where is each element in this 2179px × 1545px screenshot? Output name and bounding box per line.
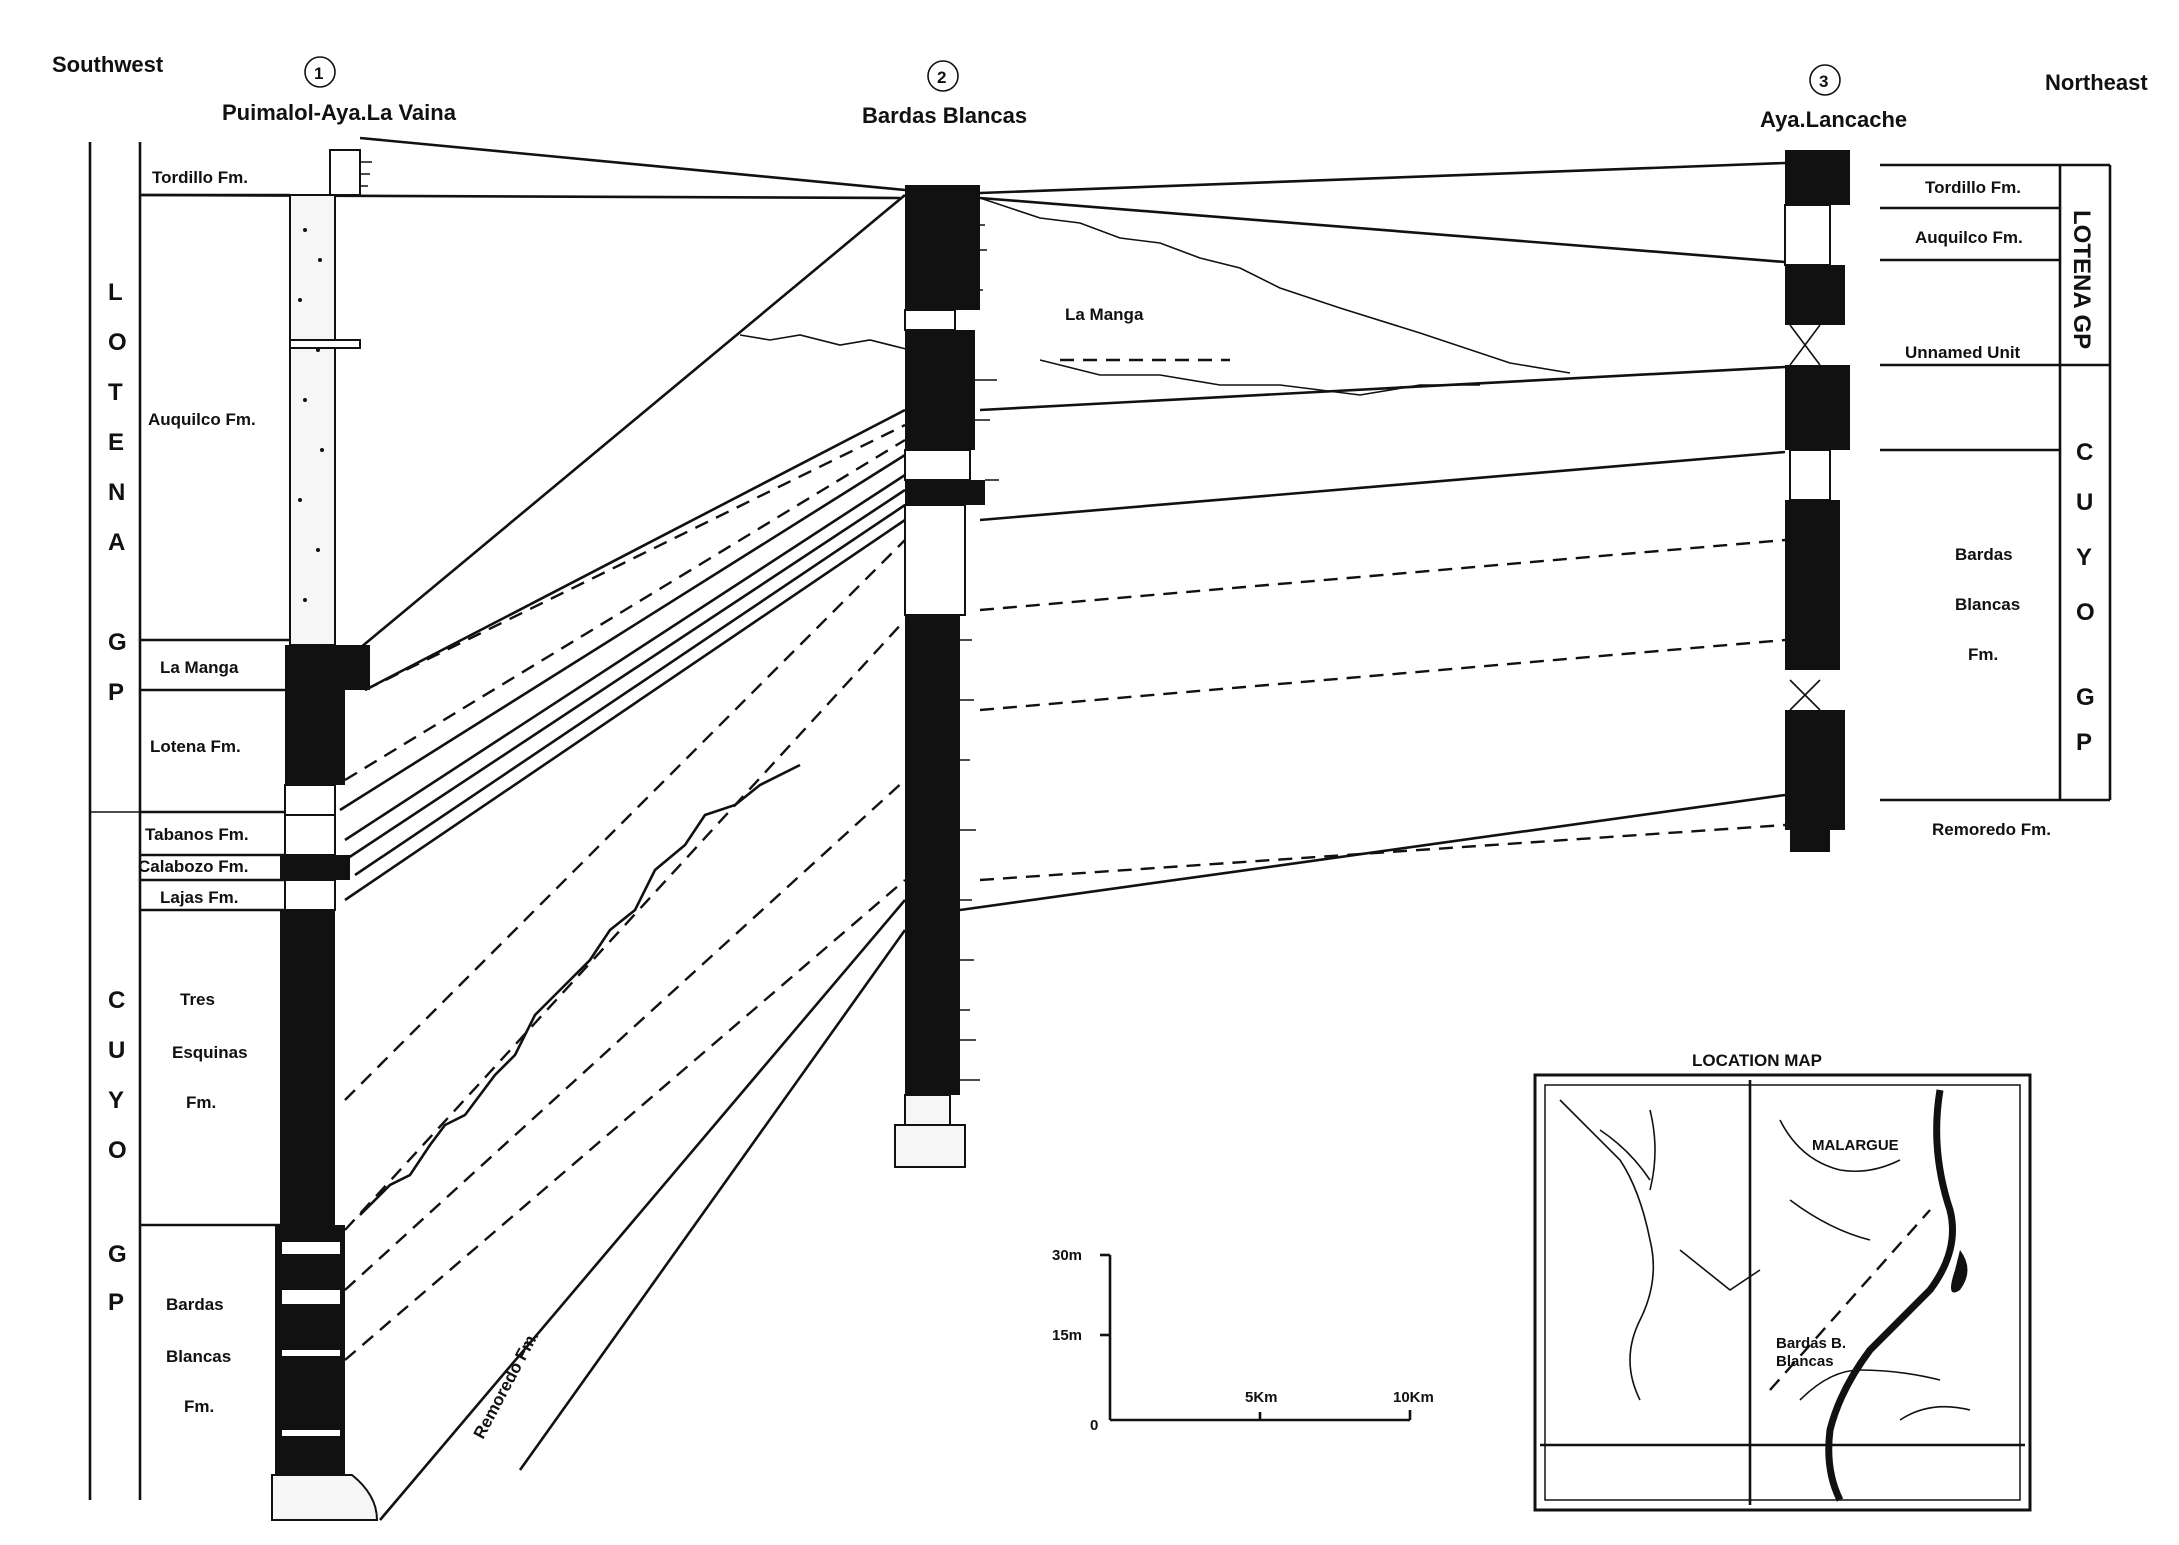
right-lotena-group-label: LOTENA GP [2068, 210, 2095, 349]
svg-text:U: U [2076, 489, 2093, 516]
column-3 [1784, 150, 1850, 852]
label-bardas-right-3: Fm. [1968, 645, 1998, 664]
label-auquilco-left: Auquilco Fm. [148, 410, 256, 429]
label-bardas-right-1: Bardas [1955, 545, 2013, 564]
label-bardas-right-2: Blancas [1955, 595, 2020, 614]
svg-text:Y: Y [2076, 544, 2092, 571]
column-2 [894, 185, 999, 1168]
label-tres-esquinas-3: Fm. [186, 1093, 216, 1112]
label-remoredo-middle: Remoredo Fm. [470, 1328, 543, 1442]
svg-text:MALARGUE: MALARGUE [1812, 1137, 1899, 1154]
label-lotena-left: Lotena Fm. [150, 737, 241, 756]
label-tres-esquinas-2: Esquinas [172, 1043, 248, 1062]
section-1-number: 1 [314, 64, 323, 83]
svg-text:P: P [2076, 729, 2092, 756]
svg-text:P: P [108, 1289, 124, 1316]
svg-text:L: L [108, 279, 123, 306]
svg-text:0: 0 [1090, 1417, 1098, 1434]
svg-text:O: O [108, 329, 127, 356]
label-tabanos-left: Tabanos Fm. [145, 825, 249, 844]
svg-text:G: G [2076, 684, 2095, 711]
svg-text:E: E [108, 429, 124, 456]
right-cuyo-group-letters: C U Y O G P [2076, 439, 2095, 756]
scale-bar: 30m 15m 0 5Km 10Km [1052, 1247, 1434, 1434]
label-remoredo-right: Remoredo Fm. [1932, 820, 2051, 839]
left-lotena-group-letters: L O T E N A G P [108, 279, 127, 706]
label-tordillo-right: Tordillo Fm. [1925, 178, 2021, 197]
label-calabozo-left: Calabozo Fm. [138, 857, 249, 876]
svg-text:30m: 30m [1052, 1247, 1082, 1264]
svg-text:A: A [108, 529, 125, 556]
svg-text:U: U [108, 1037, 125, 1064]
direction-northeast: Northeast [2045, 70, 2148, 95]
location-map: LOCATION MAP MALARGUE Bardas B. Blancas [1533, 1051, 2032, 1512]
section-2-name: Bardas Blancas [862, 103, 1027, 128]
svg-text:G: G [108, 629, 127, 656]
label-auquilco-right: Auquilco Fm. [1915, 228, 2023, 247]
svg-text:Bardas B.: Bardas B. [1776, 1335, 1846, 1352]
svg-text:C: C [2076, 439, 2093, 466]
direction-southwest: Southwest [52, 52, 164, 77]
section-3-number-circle [1809, 64, 1841, 96]
svg-text:P: P [108, 679, 124, 706]
label-lajas-left: Lajas Fm. [160, 888, 238, 907]
svg-text:Blancas: Blancas [1776, 1353, 1834, 1370]
label-la-manga-middle: La Manga [1065, 305, 1144, 324]
section-1-number-circle [304, 56, 336, 88]
section-3-number: 3 [1819, 72, 1828, 91]
label-tordillo-left: Tordillo Fm. [152, 168, 248, 187]
svg-text:N: N [108, 479, 125, 506]
svg-text:5Km: 5Km [1245, 1389, 1278, 1406]
label-tres-esquinas-1: Tres [180, 990, 215, 1009]
svg-text:O: O [2076, 599, 2095, 626]
correlation-lines-left [339, 136, 1230, 1521]
label-bardas-blancas-left-1: Bardas [166, 1295, 224, 1314]
svg-text:LOCATION MAP: LOCATION MAP [1692, 1051, 1822, 1070]
svg-text:T: T [108, 379, 123, 406]
label-la-manga-left: La Manga [160, 658, 239, 677]
left-frame [88, 142, 901, 1500]
svg-text:G: G [108, 1241, 127, 1268]
label-bardas-blancas-left-2: Blancas [166, 1347, 231, 1366]
label-bardas-blancas-left-3: Fm. [184, 1397, 214, 1416]
section-1-name: Puimalol-Aya.La Vaina [222, 100, 457, 125]
svg-text:O: O [108, 1137, 127, 1164]
section-3-name: Aya.Lancache [1760, 107, 1907, 132]
section-2-number: 2 [937, 68, 946, 87]
label-unnamed-right: Unnamed Unit [1905, 343, 2021, 362]
right-frame [1880, 163, 2112, 802]
svg-text:C: C [108, 987, 125, 1014]
section-2-number-circle [927, 60, 959, 92]
svg-text:Y: Y [108, 1087, 124, 1114]
svg-text:10Km: 10Km [1393, 1389, 1434, 1406]
column-1 [271, 149, 379, 1521]
correlation-lines-right [959, 161, 1786, 912]
svg-text:15m: 15m [1052, 1327, 1082, 1344]
left-cuyo-group-letters: C U Y O G P [108, 987, 127, 1316]
